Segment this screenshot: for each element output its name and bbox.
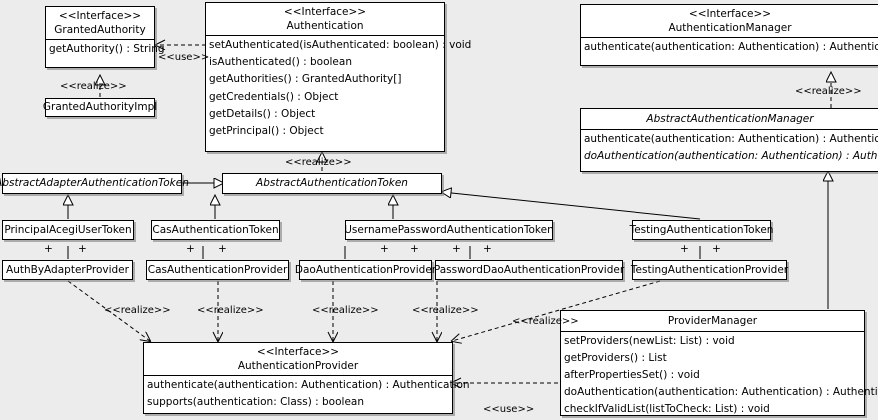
- class-header: <<Interface>> GrantedAuthority: [46, 7, 154, 39]
- operations-compartment: authenticate(authentication: Authenticat…: [581, 37, 878, 57]
- operation: setProviders(newList: List) : void: [564, 334, 735, 347]
- class-cas-authentication-provider[interactable]: CasAuthenticationProvider: [146, 260, 289, 280]
- class-name: Authentication: [286, 19, 364, 32]
- class-testing-authentication-token[interactable]: TestingAuthenticationToken: [630, 220, 773, 240]
- class-authentication[interactable]: <<Interface>> Authentication setAuthenti…: [205, 2, 472, 152]
- class-name: GrantedAuthorityImpl: [42, 101, 158, 114]
- operation: doAuthentication(authentication: Authent…: [584, 149, 878, 162]
- class-authentication-manager[interactable]: <<Interface>> AuthenticationManager auth…: [580, 4, 878, 66]
- association-multiplicity: +: [186, 243, 195, 255]
- relationship-label-realize-authentication-manager: <<realize>>: [795, 86, 862, 97]
- class-username-password-authentication-token[interactable]: UsernamePasswordAuthenticationToken: [344, 220, 554, 240]
- association-multiplicity: +: [452, 243, 461, 255]
- class-granted-authority-impl[interactable]: GrantedAuthorityImpl: [43, 98, 157, 117]
- relationship-label-realize-cas: <<realize>>: [197, 305, 264, 316]
- association-multiplicity: +: [410, 243, 419, 255]
- stereotype-label: <<Interface>>: [256, 346, 340, 358]
- class-header: AbstractAuthenticationManager: [581, 109, 878, 129]
- class-name: PasswordDaoAuthenticationProvider: [433, 263, 625, 276]
- class-name: AbstractAuthenticationManager: [646, 113, 814, 125]
- association-multiplicity: +: [712, 243, 721, 255]
- operation: getAuthorities() : GrantedAuthority[]: [209, 73, 402, 86]
- relationship-label-realize-auth-by-adapter: <<realize>>: [104, 305, 171, 316]
- class-auth-by-adapter-provider[interactable]: AuthByAdapterProvider: [2, 260, 133, 280]
- association-multiplicity: +: [44, 243, 53, 255]
- operation: checkIfValidList(listToCheck: List) : vo…: [564, 403, 770, 416]
- class-authentication-provider[interactable]: <<Interface>> AuthenticationProvider aut…: [143, 342, 470, 414]
- class-name: CasAuthenticationToken: [152, 223, 279, 236]
- operations-compartment: authenticate(authentication: Authenticat…: [144, 375, 470, 412]
- class-abstract-adapter-authentication-token[interactable]: AbstractAdapterAuthenticationToken: [0, 173, 189, 194]
- operation: getPrincipal() : Object: [209, 125, 324, 138]
- class-name: DaoAuthenticationProvider: [294, 263, 437, 276]
- operation: authenticate(authentication: Authenticat…: [584, 41, 878, 53]
- class-name: AuthenticationProvider: [237, 359, 359, 372]
- operation: getCredentials() : Object: [209, 90, 339, 103]
- class-name: GrantedAuthority: [54, 23, 146, 36]
- operation: setAuthenticated(isAuthenticated: boolea…: [209, 39, 472, 51]
- class-granted-authority[interactable]: <<Interface>> GrantedAuthority getAuthor…: [45, 6, 165, 68]
- class-header: <<Interface>> AuthenticationManager: [581, 5, 878, 37]
- stereotype-label: <<Interface>>: [688, 8, 772, 20]
- operation: supports(authentication: Class) : boolea…: [147, 396, 364, 409]
- class-name: AbstractAdapterAuthenticationToken: [0, 177, 189, 190]
- operation: getProviders() : List: [564, 351, 667, 364]
- class-abstract-authentication-manager[interactable]: AbstractAuthenticationManager authentica…: [580, 108, 878, 172]
- class-cas-authentication-token[interactable]: CasAuthenticationToken: [151, 220, 280, 240]
- relationship-label-realize-dao: <<realize>>: [312, 305, 379, 316]
- relationship-label-use-granted-authority: <<use>>: [158, 52, 210, 63]
- class-principal-acegi-user-token[interactable]: PrincipalAcegiUserToken: [2, 220, 134, 240]
- relationship-label-realize-abstract-authentication-token: <<realize>>: [285, 157, 352, 168]
- relationship-label-use-provider-manager: <<use>>: [483, 404, 535, 415]
- class-header: <<Interface>> AuthenticationProvider: [144, 343, 452, 375]
- operation: authenticate(authentication: Authenticat…: [584, 132, 878, 145]
- class-dao-authentication-provider[interactable]: DaoAuthenticationProvider: [295, 260, 436, 280]
- operation: isAuthenticated() : boolean: [209, 56, 352, 69]
- operation: getAuthority() : String: [49, 43, 165, 55]
- association-multiplicity: +: [218, 243, 227, 255]
- class-provider-manager[interactable]: ProviderManager setProviders(newList: Li…: [560, 310, 878, 416]
- class-name: ProviderManager: [667, 315, 758, 327]
- operations-compartment: setAuthenticated(isAuthenticated: boolea…: [206, 35, 472, 141]
- relationship-label-realize-granted-authority-impl: <<realize>>: [60, 81, 127, 92]
- class-password-dao-authentication-provider[interactable]: PasswordDaoAuthenticationProvider: [434, 260, 624, 280]
- class-abstract-authentication-token[interactable]: AbstractAuthenticationToken: [222, 173, 442, 194]
- class-header: <<Interface>> Authentication: [206, 3, 444, 35]
- class-name: PrincipalAcegiUserToken: [4, 223, 132, 236]
- class-name: AuthenticationManager: [668, 21, 792, 34]
- relationship-label-realize-testing: <<realize>>: [512, 316, 579, 327]
- stereotype-label: <<Interface>>: [283, 6, 367, 18]
- class-name: TestingAuthenticationToken: [629, 223, 774, 236]
- class-name: TestingAuthenticationProvider: [630, 263, 789, 276]
- operation: getDetails() : Object: [209, 107, 316, 120]
- relationship-label-realize-password-dao: <<realize>>: [412, 305, 479, 316]
- class-name: AuthByAdapterProvider: [6, 263, 129, 276]
- class-name: UsernamePasswordAuthenticationToken: [344, 223, 554, 236]
- operations-compartment: authenticate(authentication: Authenticat…: [581, 128, 878, 166]
- operation: afterPropertiesSet() : void: [564, 368, 700, 381]
- association-multiplicity: +: [483, 243, 492, 255]
- operations-compartment: setProviders(newList: List) : void getPr…: [561, 330, 878, 420]
- class-name: CasAuthenticationProvider: [147, 263, 288, 276]
- association-multiplicity: +: [680, 243, 689, 255]
- class-name: AbstractAuthenticationToken: [256, 177, 408, 190]
- operations-compartment: getAuthority() : String: [46, 39, 165, 59]
- class-header: ProviderManager: [561, 311, 864, 331]
- association-multiplicity: +: [380, 243, 389, 255]
- association-multiplicity: +: [78, 243, 87, 255]
- operation: authenticate(authentication: Authenticat…: [147, 379, 470, 391]
- class-testing-authentication-provider[interactable]: TestingAuthenticationProvider: [631, 260, 788, 280]
- stereotype-label: <<Interface>>: [58, 10, 142, 22]
- operation: doAuthentication(authentication: Authent…: [564, 386, 878, 399]
